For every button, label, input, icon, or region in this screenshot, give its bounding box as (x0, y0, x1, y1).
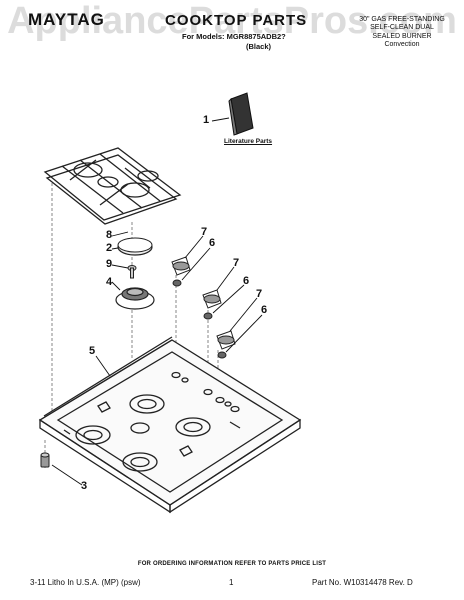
callout-7a: 7 (201, 226, 208, 238)
color-note: (Black) (246, 42, 272, 51)
description-line: Convection (384, 41, 420, 49)
watermark: AppliancePartsPros.com (7, 0, 457, 42)
cooktop (38, 336, 302, 514)
page-title: COOKTOP PARTS (165, 12, 308, 29)
models-line: For Models: MGR8875ADB2? (182, 32, 286, 41)
burner-base (115, 287, 155, 310)
callout-6c: 6 (261, 304, 268, 316)
knob-set-3 (216, 330, 236, 359)
brand-logo: MAYTAG (28, 10, 105, 29)
callout-6b: 6 (243, 275, 250, 287)
callout-6a: 6 (209, 237, 216, 249)
literature-booklet (211, 92, 254, 136)
callout-7c: 7 (256, 288, 263, 300)
callout-3: 3 (81, 480, 88, 492)
leader-lines (51, 231, 263, 486)
callout-4: 4 (106, 276, 113, 288)
page-number: 1 (229, 578, 234, 587)
callout-2: 2 (106, 242, 113, 254)
description-line: SELF-CLEAN DUAL (370, 24, 434, 32)
knob-set-2 (202, 289, 222, 320)
callout-5: 5 (89, 345, 96, 357)
knob-set-1 (171, 256, 191, 287)
part-number: Part No. W10314478 Rev. D (312, 578, 413, 587)
callout-7b: 7 (233, 257, 240, 269)
product-description: 30" GAS FREE-STANDING SELF-CLEAN DUAL SE… (348, 16, 456, 50)
description-line: SEALED BURNER (372, 32, 432, 40)
callout-9: 9 (106, 258, 113, 270)
literature-parts-label: Literature Parts (224, 138, 273, 145)
litho-info: 3-11 Litho In U.S.A. (MP) (psw) (30, 578, 141, 587)
igniter (40, 452, 50, 468)
description-line: 30" GAS FREE-STANDING (359, 16, 445, 23)
screw (127, 265, 137, 279)
callout-8: 8 (106, 229, 113, 241)
callout-1: 1 (203, 114, 210, 126)
ordering-note: FOR ORDERING INFORMATION REFER TO PARTS … (137, 561, 327, 567)
grate (43, 147, 182, 225)
